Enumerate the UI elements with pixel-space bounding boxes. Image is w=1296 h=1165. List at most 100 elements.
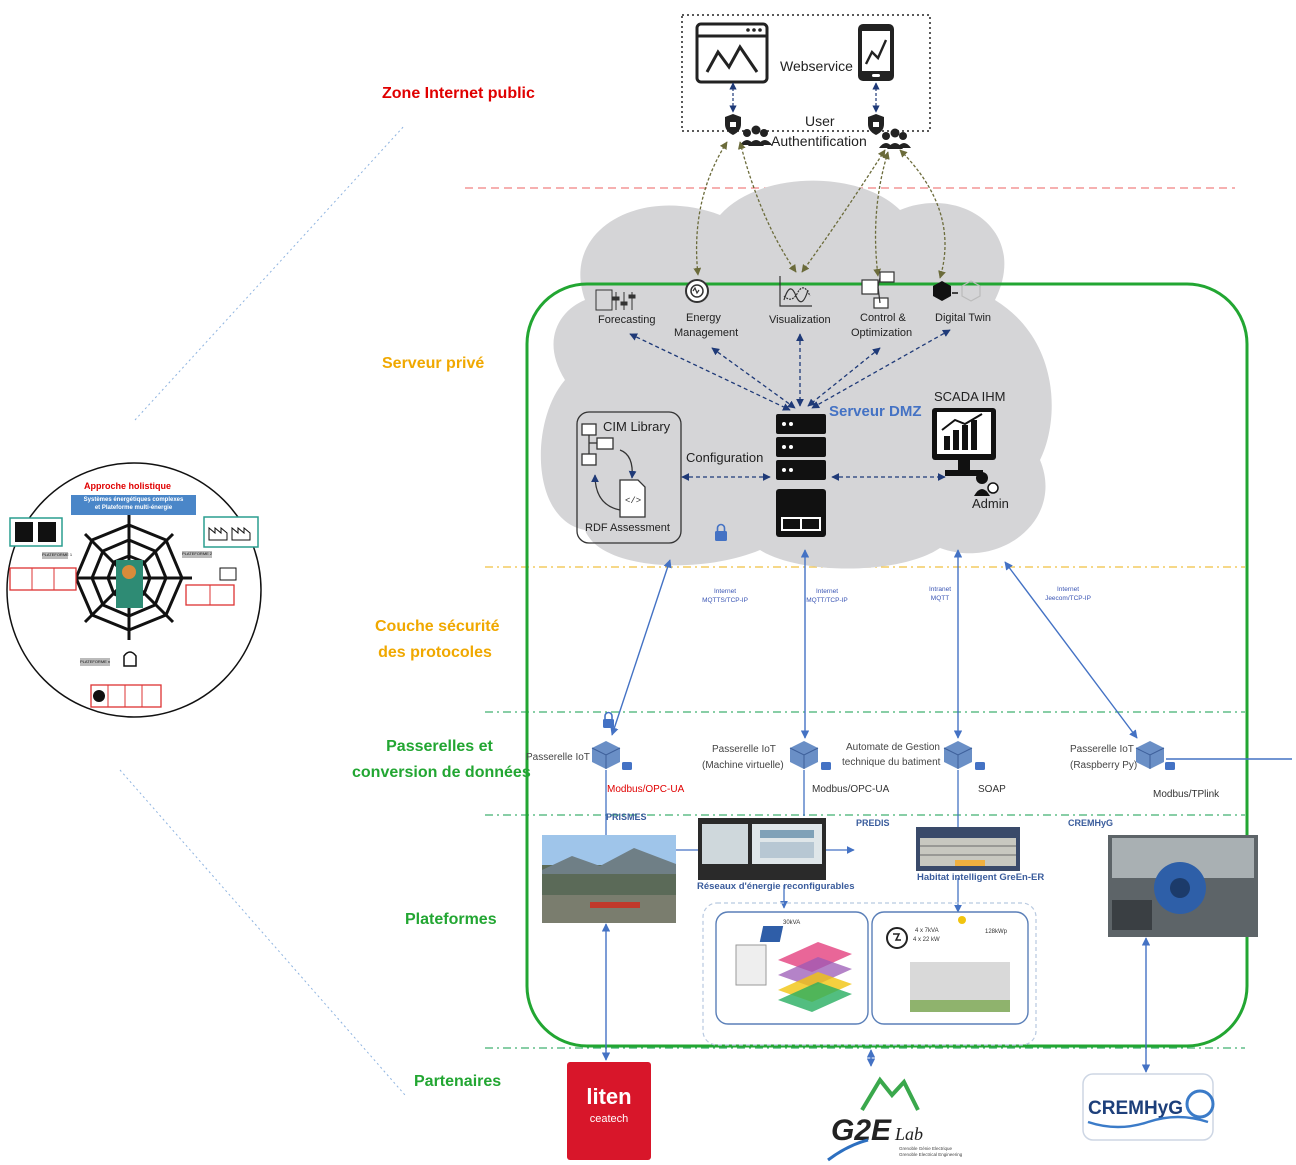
forecasting-label: Forecasting	[598, 314, 656, 326]
module-links	[629, 329, 951, 481]
g2elab-logo: G2E Lab Grenoble Génie Electrique Grenob…	[827, 1076, 963, 1162]
gateway-1-label: Passerelle IoT	[526, 752, 590, 763]
predis-layer-drawing	[735, 942, 852, 1012]
gateway-platform-links	[605, 770, 962, 913]
holistic-inset	[6, 462, 262, 718]
lock-icon	[715, 523, 727, 541]
gateway-icon	[591, 741, 621, 769]
energy-management-label-2: Management	[674, 327, 739, 339]
predis-detail-box	[715, 911, 869, 1025]
visualization-icon	[779, 276, 812, 307]
protocol-4-label-1: Internet	[1056, 586, 1080, 593]
dmz-server-icon	[776, 414, 826, 537]
users-icon	[740, 125, 772, 146]
inset-box-line-1: Systèmes énergétiques complexes	[83, 497, 184, 503]
habitat-label: Habitat intelligent GreEn-ER	[917, 872, 1045, 883]
user-auth-label-1: User	[805, 113, 835, 129]
webservice-label: Webservice	[780, 58, 853, 74]
gateway-2-label-2: (Machine virtuelle)	[702, 760, 784, 771]
greener-photo	[916, 827, 1020, 871]
rdf-label: RDF Assessment	[585, 522, 670, 534]
energy-management-label-1: Energy	[686, 312, 721, 324]
svg-text:CREMHyG: CREMHyG	[1088, 1098, 1183, 1119]
zone-partners-label: Partenaires	[414, 1073, 502, 1090]
gateway-locks	[603, 711, 1175, 770]
zone-security-label-1: Couche sécurité	[375, 618, 500, 635]
protocol-modbus-tplink: Modbus/TPlink	[1153, 789, 1220, 800]
predis-label: PREDIS	[856, 818, 890, 828]
zone-gateways-label-2: conversion de données	[352, 764, 531, 781]
partner-links	[601, 923, 1151, 1073]
protocol-3-label-2: MQTT	[930, 595, 950, 602]
user-auth-label-2: Authentification	[771, 133, 867, 149]
cremhyg-photo	[1108, 835, 1258, 937]
greener-detail-box	[871, 911, 1029, 1025]
gateway-icon	[789, 741, 819, 769]
inset-title: Approche holistique	[84, 481, 172, 491]
greener-detail-drawing	[759, 916, 1010, 1012]
svg-text:liten: liten	[586, 1084, 631, 1109]
shield-icon	[725, 114, 741, 135]
prismes-photo	[542, 835, 676, 923]
protocol-4-label-2: Jeecom/TCP-IP	[1045, 595, 1091, 602]
protocol-modbus-1: Modbus/OPC-UA	[607, 784, 685, 795]
gateway-icon	[1135, 741, 1165, 769]
protocol-3-label-1: Intranet	[928, 586, 952, 593]
browser-window-icon	[695, 22, 769, 84]
zone-platforms-label: Plateformes	[405, 911, 497, 928]
gateway-4-label-1: Passerelle IoT	[1070, 744, 1134, 755]
protocol-2-label-2: MQTT/TCP-IP	[806, 597, 848, 604]
gateway-4-label-2: (Raspberry Py)	[1070, 760, 1138, 771]
control-label-1: Control &	[860, 312, 906, 324]
cremhyg-label: CREMHyG	[1068, 818, 1114, 828]
gateway-3-label-2: technique du batiment	[842, 757, 941, 768]
protocol-1-label-1: Internet	[713, 588, 737, 595]
webservice-box	[681, 14, 931, 132]
svg-text:Grenoble Génie Electrique: Grenoble Génie Electrique	[899, 1146, 953, 1151]
kva-label: 30kVA	[783, 920, 801, 926]
scada-monitor-icon	[932, 408, 999, 496]
configuration-label: Configuration	[686, 450, 764, 465]
predis-photo	[698, 818, 826, 880]
svg-text:ceatech: ceatech	[590, 1113, 629, 1125]
protocol-soap: SOAP	[978, 784, 1006, 795]
inset-platform-2: PLATEFORME 2	[182, 551, 213, 556]
control-label-2: Optimization	[851, 327, 913, 339]
gateway-icon	[943, 741, 973, 769]
energy-management-icon	[685, 279, 709, 303]
inset-platform-n: PLATEFORME n	[80, 659, 111, 664]
prismes-label: PRISMES	[606, 812, 647, 822]
visualization-label: Visualization	[769, 314, 831, 326]
pv-label: 128kWp	[985, 929, 1008, 935]
protocol-modbus-2: Modbus/OPC-UA	[812, 784, 890, 795]
liten-logo: liten ceatech	[567, 1062, 651, 1160]
forecasting-icon	[595, 289, 636, 311]
svg-text:Grenoble Electrical Engineerin: Grenoble Electrical Engineering	[899, 1152, 963, 1157]
cim-library-label: CIM Library	[603, 419, 671, 434]
svg-text:Lab: Lab	[894, 1124, 923, 1144]
inset-platform-1: PLATEFORME 1	[42, 552, 73, 557]
private-boundary	[525, 282, 1249, 1048]
zoom-line-bottom	[119, 769, 406, 1096]
svg-text:</>: </>	[625, 496, 641, 506]
scada-label: SCADA IHM	[934, 389, 1006, 404]
cim-box	[576, 411, 682, 544]
auth-links	[693, 141, 946, 279]
smartphone-icon	[858, 24, 894, 81]
digital-twin-label: Digital Twin	[935, 312, 992, 324]
cremhyg-logo: CREMHyG	[1082, 1073, 1215, 1141]
protocol-2-label-1: Internet	[815, 588, 839, 595]
protocol-links	[610, 549, 1138, 739]
gateway-3-label-1: Automate de Gestion	[846, 742, 940, 753]
ev-label-2: 4 x 22 kW	[913, 937, 940, 943]
shield-icon	[868, 114, 884, 135]
inset-box-line-2: et Plateforme multi-énergie	[94, 505, 173, 511]
users-icon	[879, 128, 911, 149]
protocol-1-label-2: MQTTS/TCP-IP	[702, 597, 748, 604]
zone-internet-label: Zone Internet public	[382, 85, 535, 102]
zone-security-label-2: des protocoles	[378, 644, 492, 661]
zoom-line-top	[134, 124, 406, 421]
dmz-label: Serveur DMZ	[829, 403, 922, 420]
cim-diagram-icon	[581, 423, 637, 511]
